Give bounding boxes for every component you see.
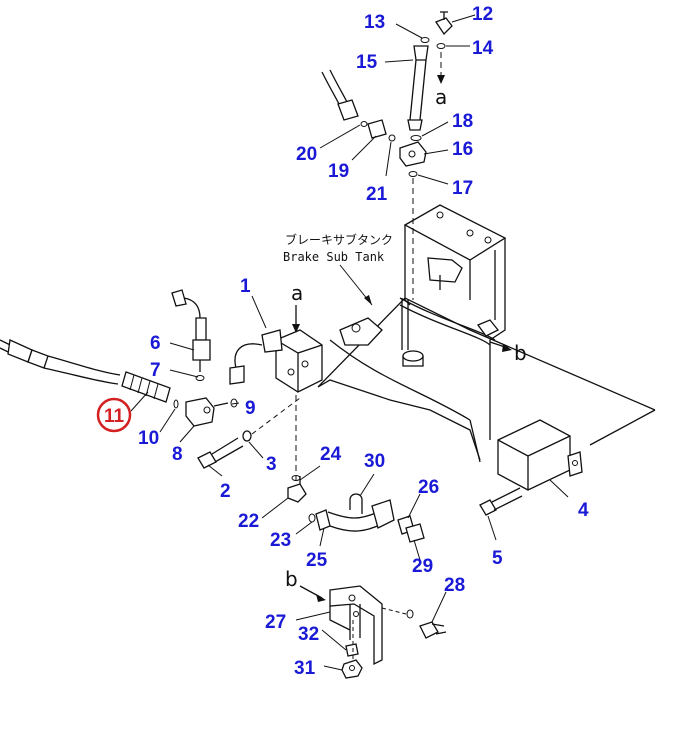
- callout-12: 12: [472, 4, 493, 25]
- washer-28: [406, 609, 414, 619]
- o-ring-7: [195, 375, 205, 381]
- callout-3: 3: [266, 454, 277, 475]
- hose-20: [321, 69, 359, 121]
- valve-block: [229, 329, 323, 393]
- o-ring-17: [408, 171, 418, 177]
- connector-b-arrowhead-lower: [316, 594, 326, 602]
- elbow-fitting: [185, 397, 229, 427]
- callout-24: 24: [320, 444, 342, 465]
- connector-b-label-lower: b: [285, 567, 298, 591]
- callout-32: 32: [298, 624, 319, 645]
- fitting-26-29: [397, 515, 425, 543]
- callout-19: 19: [328, 161, 349, 182]
- callout-17: 17: [452, 178, 473, 199]
- callout-23: 23: [270, 530, 291, 551]
- callout-30: 30: [364, 451, 385, 472]
- valve-bracket: [403, 204, 507, 440]
- callout-2: 2: [220, 481, 231, 502]
- adapter-19: [367, 119, 387, 139]
- callout-labels: 1 6 7 8 9 10 2 3 4 5 12 13 14 15 16 17 1…: [138, 4, 589, 679]
- callout-10: 10: [138, 428, 159, 449]
- connector-b-label-upper: b: [514, 341, 527, 365]
- callout-26: 26: [418, 477, 439, 498]
- callout-14: 14: [472, 38, 494, 59]
- callout-9: 9: [245, 398, 256, 419]
- callout-1: 1: [240, 276, 251, 297]
- nut-31: [341, 659, 363, 679]
- callout-25: 25: [306, 550, 328, 571]
- callout-11-highlight[interactable]: 11: [96, 397, 132, 433]
- callout-11: 11: [104, 406, 125, 427]
- arrow-a-upper: [437, 75, 445, 84]
- connector-b-arrowhead-upper: [502, 344, 512, 352]
- callout-6: 6: [150, 333, 161, 354]
- highlight-ring: [96, 397, 132, 433]
- callout-22: 22: [238, 511, 259, 532]
- callout-27: 27: [265, 612, 286, 633]
- tee-22: [287, 476, 307, 503]
- tank-label-jp: ブレーキサブタンク: [285, 232, 393, 247]
- washer-3: [242, 430, 252, 442]
- tank-label-en: Brake Sub Tank: [283, 250, 385, 264]
- o-ring-14: [436, 43, 446, 49]
- centerline-28: [381, 607, 407, 615]
- bolt-28: [419, 621, 447, 639]
- upper-fitting-12: [435, 11, 453, 36]
- o-ring-20: [360, 121, 368, 127]
- clamp-30: [349, 493, 363, 514]
- washer-32: [345, 643, 359, 657]
- callout-7: 7: [150, 360, 161, 381]
- callout-20: 20: [296, 144, 317, 165]
- callout-31: 31: [294, 658, 316, 679]
- hose-15: [407, 45, 429, 131]
- o-ring-18: [410, 135, 422, 141]
- tank-leader-arrow: [364, 295, 372, 305]
- leader-lines: [130, 14, 569, 671]
- callout-15: 15: [356, 52, 378, 73]
- callout-29: 29: [412, 556, 433, 577]
- centerline-bolt: [251, 397, 301, 435]
- connector-a-label-lower: a: [291, 281, 303, 305]
- callout-4: 4: [578, 500, 589, 521]
- callout-28: 28: [444, 575, 465, 596]
- connector-a-label-upper: a: [435, 85, 447, 109]
- tube-25: [315, 499, 395, 532]
- bolt-5: [479, 487, 523, 516]
- o-ring-13: [420, 37, 430, 43]
- o-ring-21: [388, 134, 396, 142]
- bolt-2: [197, 437, 244, 469]
- o-ring-10: [173, 399, 179, 409]
- bracket-27: [329, 585, 383, 666]
- o-ring-23: [308, 513, 316, 523]
- callout-16: 16: [452, 139, 473, 160]
- o-ring-24: [291, 475, 301, 481]
- callout-18: 18: [452, 111, 473, 132]
- connector-a-arrowhead-lower: [292, 324, 300, 333]
- callout-21: 21: [366, 184, 388, 205]
- pressure-switch: [171, 289, 211, 372]
- brake-sub-tank: [339, 297, 500, 367]
- callout-13: 13: [364, 12, 385, 33]
- callout-5: 5: [492, 548, 503, 569]
- callout-8: 8: [172, 444, 183, 465]
- cover-4: [497, 419, 583, 491]
- tee-16: [399, 141, 427, 167]
- brake-hose: [0, 339, 171, 403]
